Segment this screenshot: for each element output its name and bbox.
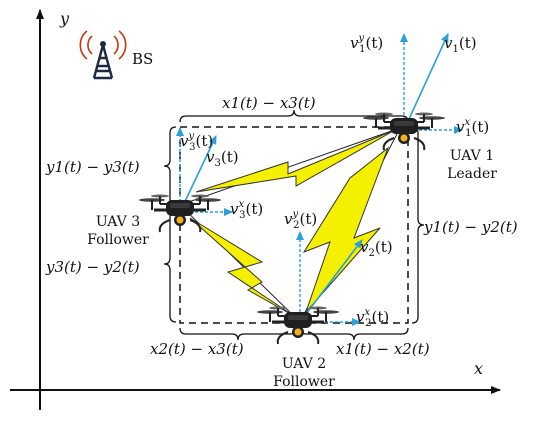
brace-y3-y2 [163,209,177,323]
brace-x1-x3 [179,109,409,123]
base-station-label: BS [132,50,153,68]
uav1-name: UAV 1 [450,148,494,164]
dist-y1-y3-label: y1(t) − y3(t) [45,158,140,176]
dist-x1-x3-label: x1(t) − x3(t) [222,94,316,112]
v3-arrow [179,135,217,213]
uav3-name: UAV 3 [96,214,140,230]
y-axis-label: y [59,9,70,28]
dist-y1-y2-label: y1(t) − y2(t) [423,218,518,236]
uav1-drone-icon [361,111,447,152]
dist-y3-y2-label: y3(t) − y2(t) [45,258,140,276]
x-axis-label: x [474,359,483,378]
uav2-role: Follower [273,374,335,390]
uav2-drone-icon [255,305,341,346]
lightning-link-1-2 [302,146,390,313]
base-station-icon [79,30,127,80]
dist-x2-x3-label: x2(t) − x3(t) [150,340,244,358]
v2-label: v2(t) [360,238,393,259]
brace-y1-y2 [411,126,425,324]
dist-x1-x2-label: x1(t) − x2(t) [336,340,430,358]
uav2-name: UAV 2 [282,356,326,372]
v1-label: v1(t) [444,34,477,55]
uav1-role: Leader [447,166,497,182]
link-line-1-3 [179,127,401,206]
uav3-role: Follower [87,232,149,248]
brace-y1-y3 [163,126,177,206]
v3-label: v3(t) [206,148,239,169]
v1-arrow [403,33,449,131]
